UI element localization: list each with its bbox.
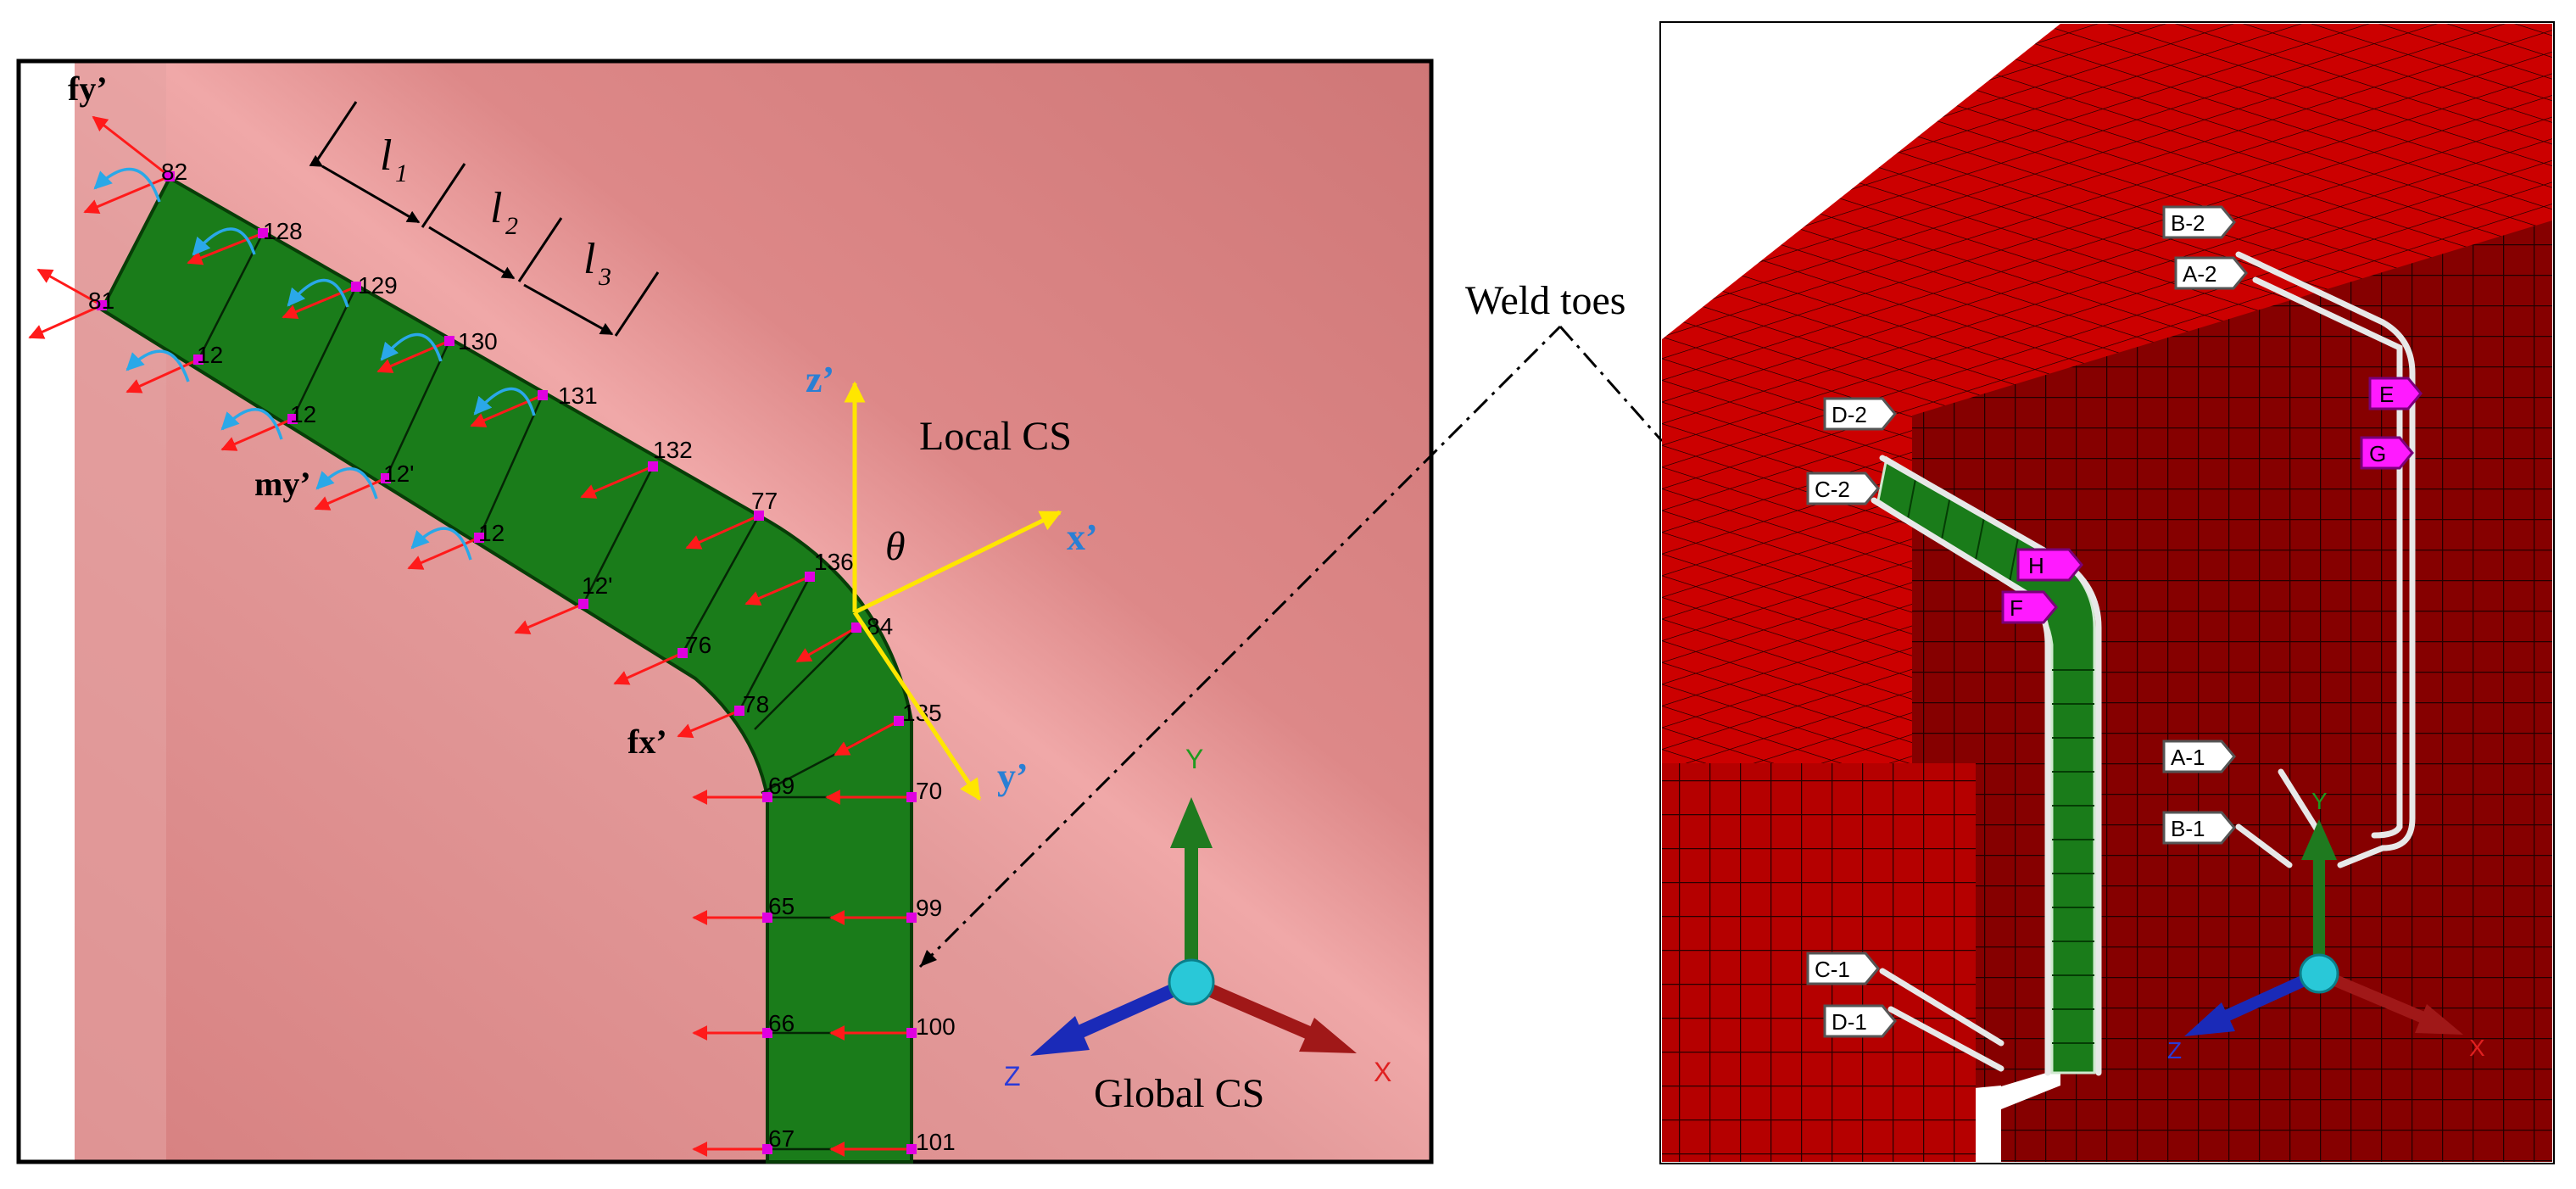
node-77: 77: [751, 488, 778, 514]
segment-dimensions: [309, 101, 660, 337]
label-fy: fy’: [68, 70, 108, 108]
tag-c1: C-1: [1815, 957, 1850, 982]
node-69: 69: [768, 773, 795, 799]
global-x-label-right: X: [2469, 1035, 2485, 1061]
node-76: 76: [685, 632, 711, 658]
tag-d1: D-1: [1832, 1009, 1867, 1035]
tag-h: H: [2028, 553, 2044, 578]
weld-nodes: [97, 171, 917, 1154]
weld-toes-label: Weld toes: [1465, 278, 1625, 323]
left-panel: 82 81 128 129 130 131 132 77 136 84 76 7…: [16, 59, 1434, 1164]
node-67: 67: [768, 1125, 795, 1152]
global-cs-right: Y X Z: [2167, 788, 2485, 1063]
tag-b2: B-2: [2171, 210, 2205, 236]
force-arrows: [28, 115, 912, 1157]
weld-bead-right-lines: [1907, 474, 2094, 1044]
global-z-label-right: Z: [2167, 1037, 2182, 1063]
length-l3: l: [583, 235, 595, 283]
node-130: 130: [458, 328, 498, 354]
node-12c: 12': [383, 461, 415, 487]
node-12e: 12': [582, 572, 613, 599]
node-70: 70: [916, 778, 942, 804]
node-65: 65: [768, 893, 795, 919]
tag-a2: A-2: [2183, 261, 2216, 287]
tag-d2: D-2: [1832, 402, 1867, 427]
length-l2-subscript: 2: [505, 212, 518, 240]
node-82: 82: [161, 159, 187, 185]
node-66: 66: [768, 1010, 795, 1036]
node-12b: 12: [290, 401, 316, 427]
node-12d: 12: [478, 520, 505, 546]
plate-left-margin: [19, 61, 75, 1162]
global-z-label-left: Z: [1004, 1061, 1021, 1091]
label-my: my’: [254, 465, 311, 503]
right-panel: B-2 A-2 D-2 C-2 A-1 B-1 C-1 D-1 E G H F: [1659, 21, 2555, 1164]
tag-f: F: [2010, 595, 2023, 621]
local-cs: [844, 381, 1062, 801]
local-z-label: z’: [806, 359, 834, 400]
length-l3-subscript: 3: [598, 263, 611, 291]
length-l2: l: [490, 184, 502, 232]
node-12a: 12: [197, 342, 223, 368]
weld-bead: [99, 176, 913, 1164]
tags-white: B-2 A-2 D-2 C-2 A-1 B-1 C-1 D-1: [1806, 205, 2248, 1038]
mesh-lower-right-face: [2001, 848, 2552, 1162]
node-136: 136: [814, 549, 854, 575]
left-panel-frame: [16, 59, 1434, 1164]
weld-toes-callout: Weld toes: [918, 278, 1664, 969]
tags-magenta: E G H F: [2001, 377, 2423, 624]
node-132: 132: [653, 437, 693, 463]
local-y-label: y’: [997, 756, 1029, 797]
local-cs-title: Local CS: [919, 414, 1072, 459]
node-128: 128: [263, 218, 303, 244]
tag-a1: A-1: [2171, 745, 2205, 770]
length-l1: l: [380, 131, 392, 180]
right-panel-border: [1659, 21, 2555, 1164]
theta-label: θ: [885, 524, 906, 569]
moment-arrows: [93, 167, 536, 561]
node-labels: 82 81 128 129 130 131 132 77 136 84 76 7…: [88, 159, 956, 1155]
global-cs-title: Global CS: [1094, 1071, 1264, 1116]
label-fx: fx’: [627, 723, 667, 761]
tag-g: G: [2369, 441, 2386, 466]
tag-e: E: [2379, 382, 2394, 407]
mesh-top-surface: [1662, 24, 2552, 882]
global-x-label-left: X: [1374, 1057, 1391, 1087]
node-78: 78: [743, 691, 769, 717]
segment-labels: l 1 l 2 l 3: [380, 131, 611, 291]
length-l1-subscript: 1: [395, 159, 408, 187]
node-81: 81: [88, 287, 114, 314]
node-131: 131: [558, 382, 598, 409]
node-101: 101: [916, 1129, 956, 1155]
tag-c2: C-2: [1815, 477, 1850, 502]
global-y-label-left: Y: [1185, 744, 1203, 774]
tag-b1: B-1: [2171, 816, 2205, 841]
notch-gap: [1976, 1069, 2060, 1119]
local-x-label: x’: [1067, 516, 1098, 558]
global-y-label-right: Y: [2311, 788, 2328, 814]
node-99: 99: [916, 895, 942, 921]
global-cs-left: Y X Z: [1004, 744, 1391, 1091]
node-100: 100: [916, 1013, 956, 1040]
node-129: 129: [358, 272, 398, 299]
